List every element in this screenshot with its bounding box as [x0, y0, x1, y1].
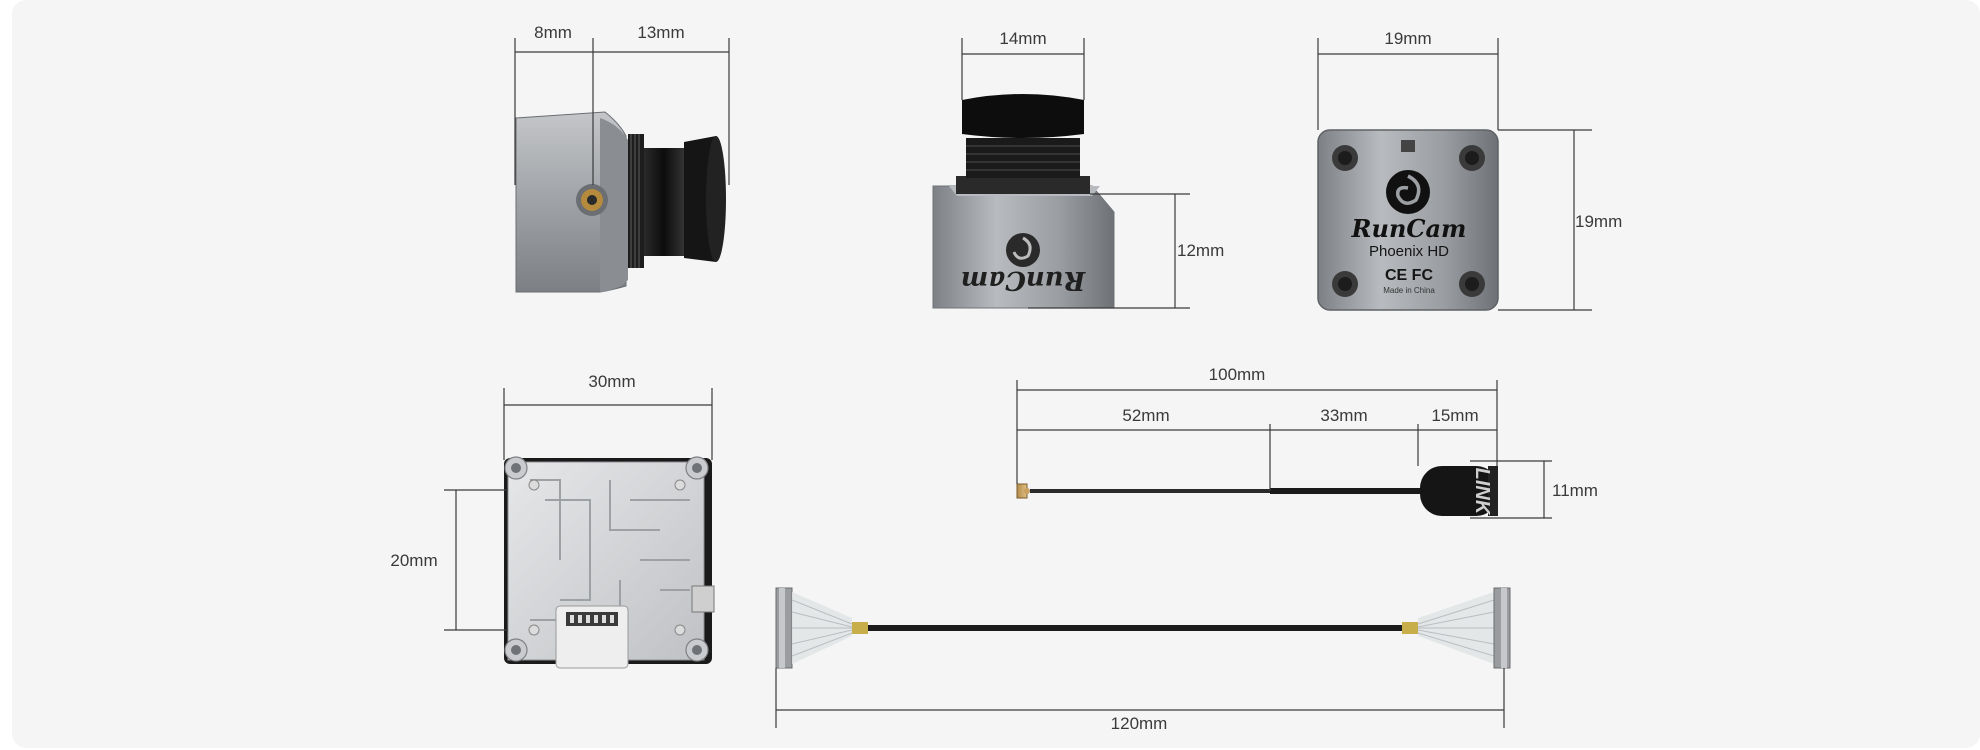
ribbon-length-label: 120mm — [1111, 714, 1168, 733]
dimension-labels: 8mm 13mm 14mm 12mm 19mm 19mm 30mm 20mm 1… — [390, 23, 1622, 733]
vtx-width-label: 30mm — [588, 372, 635, 391]
antenna-head-label: 15mm — [1431, 406, 1478, 425]
camera-back-view: RunCam Phoenix HD CE FC Made in China — [1317, 129, 1499, 311]
camera-front-view: RunCam — [932, 94, 1115, 309]
antenna-sleeve-label: 33mm — [1320, 406, 1367, 425]
back-brand-text: RunCam — [1351, 214, 1467, 243]
vtx-board — [504, 456, 715, 669]
runcam-logo-icon — [1006, 233, 1040, 267]
antenna-diameter-label: 11mm — [1552, 481, 1598, 500]
back-width-label: 19mm — [1384, 29, 1431, 48]
antenna-total-label: 100mm — [1209, 365, 1266, 384]
front-lens-width-label: 14mm — [999, 29, 1046, 48]
camera-side-view — [515, 111, 726, 293]
ribbon-cable — [775, 587, 1511, 669]
runcam-swirl-icon — [1386, 170, 1430, 214]
antenna-cable-label: 52mm — [1122, 406, 1169, 425]
antenna: LINK — [1016, 466, 1498, 516]
side-lens-depth-label: 8mm — [534, 23, 572, 42]
usb-c-port — [555, 605, 629, 669]
vtx-height-label: 20mm — [390, 551, 437, 570]
front-brand-text: RunCam — [961, 265, 1086, 295]
back-origin-text: Made in China — [1383, 286, 1435, 295]
dimension-lines — [444, 38, 1592, 728]
antenna-brand-text: LINK — [1471, 468, 1493, 516]
lens-thread-rings — [630, 134, 640, 268]
side-body-depth-label: 13mm — [637, 23, 684, 42]
back-height-label: 19mm — [1575, 212, 1622, 231]
back-model-text: Phoenix HD — [1369, 243, 1449, 260]
back-certification-text: CE FC — [1385, 267, 1433, 284]
front-body-height-label: 12mm — [1177, 241, 1224, 260]
